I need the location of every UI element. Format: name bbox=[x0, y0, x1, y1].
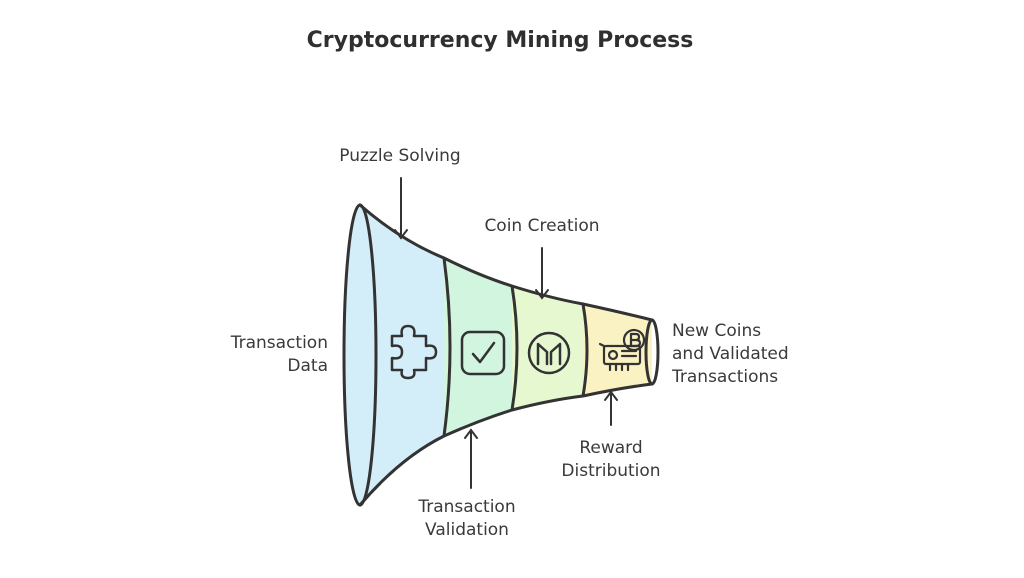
funnel-divider-2 bbox=[510, 285, 519, 411]
callout-arrow-reward-distribution bbox=[604, 390, 618, 426]
funnel-outline-bottom bbox=[358, 382, 654, 507]
funnel-end-cap bbox=[644, 318, 660, 386]
callout-arrow-puzzle-solving bbox=[394, 177, 408, 240]
funnel-mouth bbox=[342, 203, 378, 507]
funnel-segment-transaction-validation bbox=[444, 258, 512, 436]
stage-label-puzzle-solving: Puzzle Solving bbox=[339, 146, 461, 166]
maker-coin-icon bbox=[527, 331, 571, 375]
callout-arrow-coin-creation bbox=[535, 247, 549, 300]
checkmark-icon bbox=[460, 330, 506, 376]
funnel-divider-1 bbox=[442, 257, 452, 437]
funnel-divider-3 bbox=[581, 303, 589, 397]
funnel-segment-coin-creation bbox=[512, 286, 583, 410]
puzzle-icon bbox=[390, 324, 438, 380]
diagram-title: Cryptocurrency Mining Process bbox=[306, 28, 694, 53]
input-label: Transaction Data bbox=[230, 333, 328, 376]
stage-label-reward-distribution: Reward Distribution bbox=[561, 438, 661, 481]
stage-label-coin-creation: Coin Creation bbox=[484, 216, 600, 236]
callout-arrow-transaction-validation bbox=[464, 428, 478, 489]
stage-label-transaction-validation: Transaction Validation bbox=[418, 497, 516, 540]
funnel-segment-reward-distribution bbox=[583, 304, 652, 396]
mining-gpu-bitcoin-icon bbox=[598, 328, 646, 372]
output-label: New Coins and Validated Transactions bbox=[672, 321, 789, 387]
funnel-outline-top bbox=[358, 203, 654, 322]
funnel-segment-puzzle-solving bbox=[362, 208, 444, 502]
